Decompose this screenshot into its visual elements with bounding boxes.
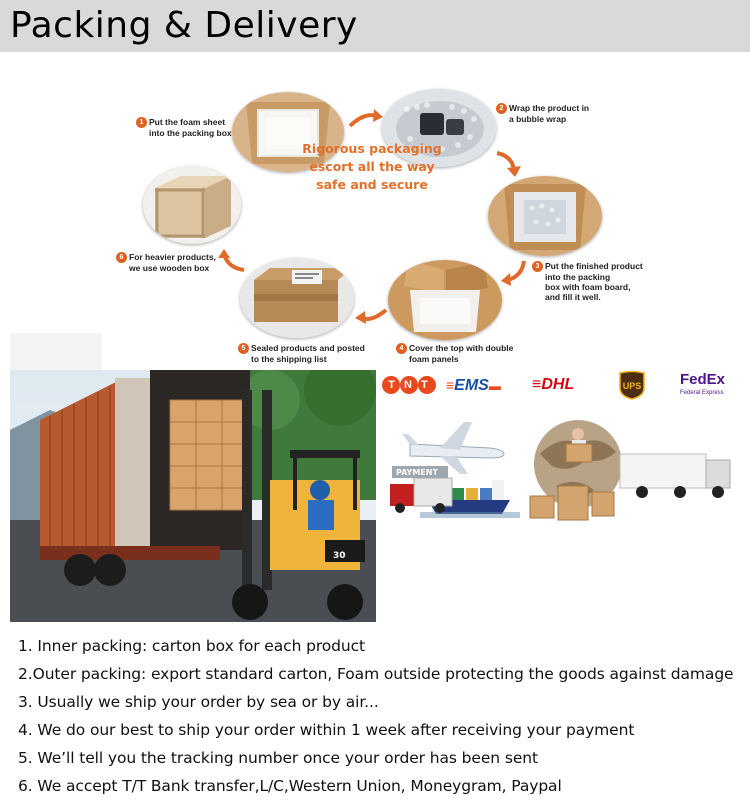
transport-collage: PAYMENT <box>380 404 740 530</box>
step-text: foam panels <box>409 354 459 364</box>
step-text: into the packing <box>545 272 611 282</box>
step-text: Sealed products and posted <box>251 343 365 353</box>
step-text: and fill it well. <box>545 292 601 302</box>
list-item: 2.Outer packing: export standard carton,… <box>18 665 734 683</box>
step-text: we use wooden box <box>129 263 210 273</box>
step-text: Cover the top with double <box>409 343 514 353</box>
airplane-icon <box>402 422 505 474</box>
ems-text: EMS <box>454 377 489 394</box>
header-bar: Packing & Delivery <box>0 0 750 52</box>
list-item: 5. We’ll tell you the tracking number on… <box>18 749 538 767</box>
step-number-badge: 3 <box>532 261 543 272</box>
dhl-logo: ≡DHL <box>532 376 575 393</box>
step-text: into the packing box <box>149 128 232 138</box>
list-item: 1. Inner packing: carton box for each pr… <box>18 637 366 655</box>
dhl-text: DHL <box>541 376 575 393</box>
tnt-text: TNT <box>388 379 437 391</box>
payment-sign: PAYMENT <box>396 468 438 477</box>
step-4-photo <box>388 260 502 340</box>
container-loading-photo: 30 <box>10 370 376 622</box>
tagline-line: Rigorous packaging <box>302 141 442 156</box>
carrier-logos: TNT ≡EMS▬ ≡DHL UPS FedEx Federal Express <box>380 370 740 404</box>
step-text: a bubble wrap <box>509 114 567 124</box>
step-3-photo <box>488 176 602 256</box>
step-text: For heavier products, <box>129 252 216 262</box>
fedex-subtext: Federal Express <box>680 390 724 396</box>
step-1-photo <box>232 92 344 172</box>
tnt-logo: TNT <box>380 370 438 400</box>
step-5-photo <box>240 258 354 338</box>
step-text: Wrap the product in <box>509 103 590 113</box>
step-text: to the shipping list <box>251 354 327 364</box>
packaging-tagline: Rigorous packaging escort all the way sa… <box>292 140 452 194</box>
left-fade-block <box>10 333 102 371</box>
tagline-line: safe and secure <box>316 177 428 192</box>
shipping-terms-list: 1. Inner packing: carton box for each pr… <box>18 632 743 800</box>
list-item: 3. Usually we ship your order by sea or … <box>18 693 379 711</box>
tagline-line: escort all the way <box>309 159 435 174</box>
step-number-badge: 6 <box>116 252 127 263</box>
fedex-logo: FedEx Federal Express <box>680 370 740 400</box>
forklift-number: 30 <box>333 551 346 561</box>
arrow-icon <box>355 308 388 324</box>
arrow-icon <box>501 260 526 286</box>
ups-text: UPS <box>622 381 642 391</box>
arrow-icon <box>496 151 521 177</box>
step-text: Put the foam sheet <box>149 117 226 127</box>
fedex-text: FedEx <box>680 371 726 388</box>
truck-icon <box>390 477 453 513</box>
step-number-badge: 2 <box>496 103 507 114</box>
step-text: box with foam board, <box>545 282 631 292</box>
page-title: Packing & Delivery <box>10 5 358 46</box>
step-number-badge: 4 <box>396 343 407 354</box>
arrow-icon <box>218 249 245 272</box>
ems-logo: ≡EMS▬ <box>446 377 501 394</box>
ups-logo: UPS <box>618 370 646 400</box>
step-number-badge: 1 <box>136 117 147 128</box>
step-text: Put the finished product <box>545 261 643 271</box>
list-item: 6. We accept T/T Bank transfer,L/C,Weste… <box>18 777 562 795</box>
step-6-photo <box>143 166 241 244</box>
list-item: 4. We do our best to ship your order wit… <box>18 721 635 739</box>
step-number-badge: 5 <box>238 343 249 354</box>
step-2-photo <box>382 89 496 167</box>
arrow-icon <box>348 109 383 128</box>
